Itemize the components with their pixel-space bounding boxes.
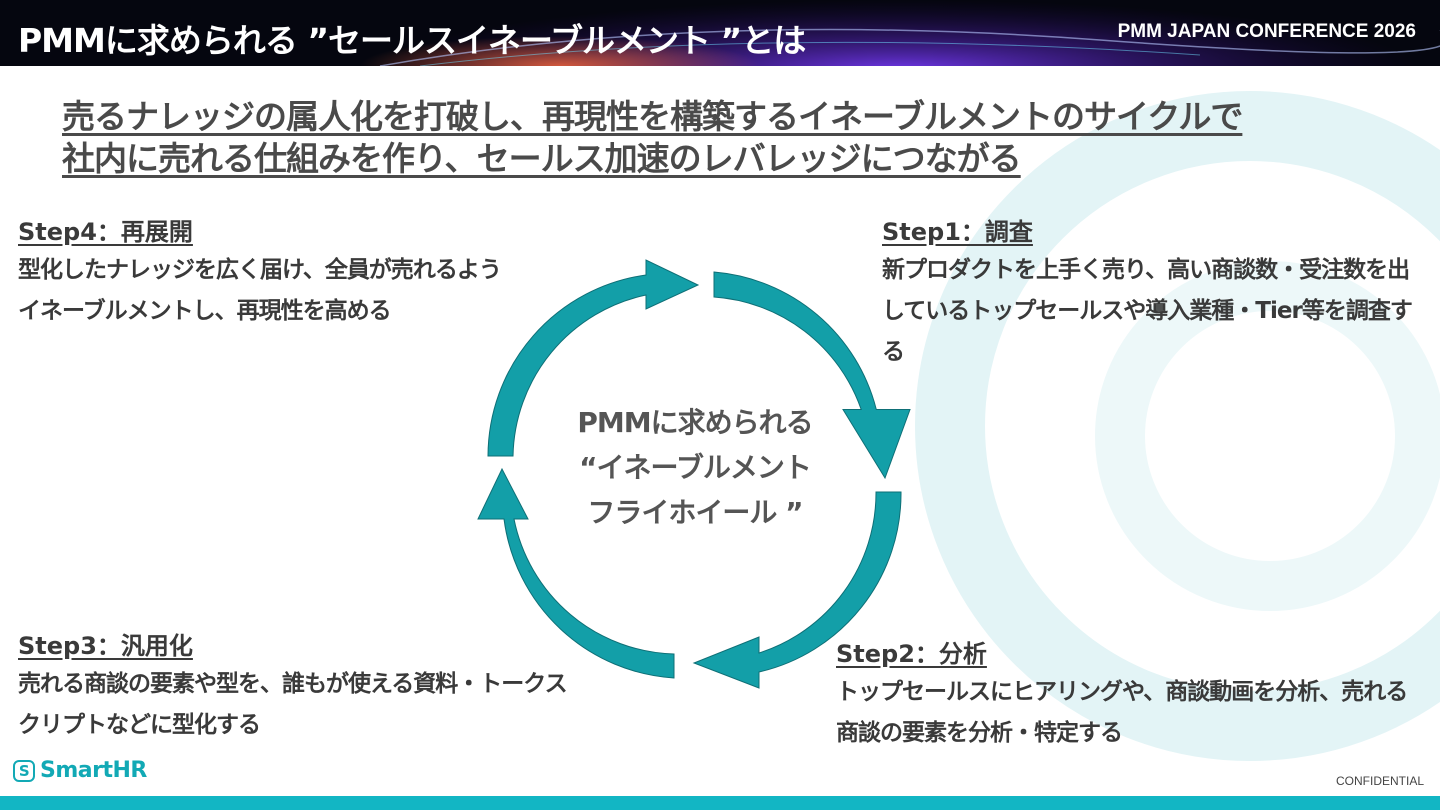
bottom-accent-bar: [0, 796, 1440, 810]
center-line-2: “イネーブルメント: [579, 451, 812, 484]
step4-description: 型化したナレッジを広く届け、全員が売れるようイネーブルメントし、再現性を高める: [18, 257, 502, 324]
smarthr-logo: S SmartHR: [13, 758, 147, 783]
conference-name: PMM JAPAN CONFERENCE 2026: [1117, 21, 1416, 42]
cycle-arrow-bottom-left: [477, 467, 675, 679]
header-bar: PMMに求められる ”セールスイネーブルメント ”とは PMM JAPAN CO…: [0, 0, 1440, 66]
cycle-arrow-top-left: [487, 259, 700, 457]
step1-description: 新プロダクトを上手く売り、高い商談数・受注数を出しているトップセールスや導入業種…: [882, 257, 1413, 365]
center-line-3: フライホイール ”: [587, 496, 803, 529]
cycle-arrow-bottom-right: [692, 491, 902, 689]
confidential-label: CONFIDENTIAL: [1335, 774, 1424, 788]
smarthr-logo-text: SmartHR: [40, 758, 147, 783]
background-logo-watermark: [915, 91, 1440, 761]
step3-description: 売れる商談の要素や型を、誰もが使える資料・トークスクリプトなどに型化する: [18, 671, 568, 738]
step3-block: Step3：汎用化 売れる商談の要素や型を、誰もが使える資料・トークスクリプトな…: [18, 628, 578, 746]
step4-block: Step4：再展開 型化したナレッジを広く届け、全員が売れるようイネーブルメント…: [18, 214, 518, 332]
cycle-arrow-top-right: [713, 271, 911, 480]
headline-line-1: 売るナレッジの属人化を打破し、再現性を構築するイネーブルメントのサイクルで: [62, 97, 1243, 136]
step3-title: Step3：汎用化: [18, 632, 193, 660]
flywheel-center-label: PMMに求められる “イネーブルメント フライホイール ”: [545, 400, 845, 535]
headline-line-2: 社内に売れる仕組みを作り、セールス加速のレバレッジにつながる: [62, 139, 1022, 178]
step1-block: Step1：調査 新プロダクトを上手く売り、高い商談数・受注数を出しているトップ…: [882, 214, 1422, 373]
step2-title: Step2：分析: [836, 640, 987, 668]
headline: 売るナレッジの属人化を打破し、再現性を構築するイネーブルメントのサイクルで 社内…: [62, 96, 1422, 180]
step1-title: Step1：調査: [882, 218, 1033, 246]
page-title: PMMに求められる ”セールスイネーブルメント ”とは: [18, 21, 806, 60]
center-line-1: PMMに求められる: [577, 406, 813, 439]
header-glow-decoration: [360, 0, 1440, 66]
step2-block: Step2：分析 トップセールスにヒアリングや、商談動画を分析、売れる商談の要素…: [836, 636, 1416, 754]
smarthr-logo-icon: S: [13, 759, 35, 782]
step4-title: Step4：再展開: [18, 218, 193, 246]
step2-description: トップセールスにヒアリングや、商談動画を分析、売れる商談の要素を分析・特定する: [836, 679, 1408, 746]
